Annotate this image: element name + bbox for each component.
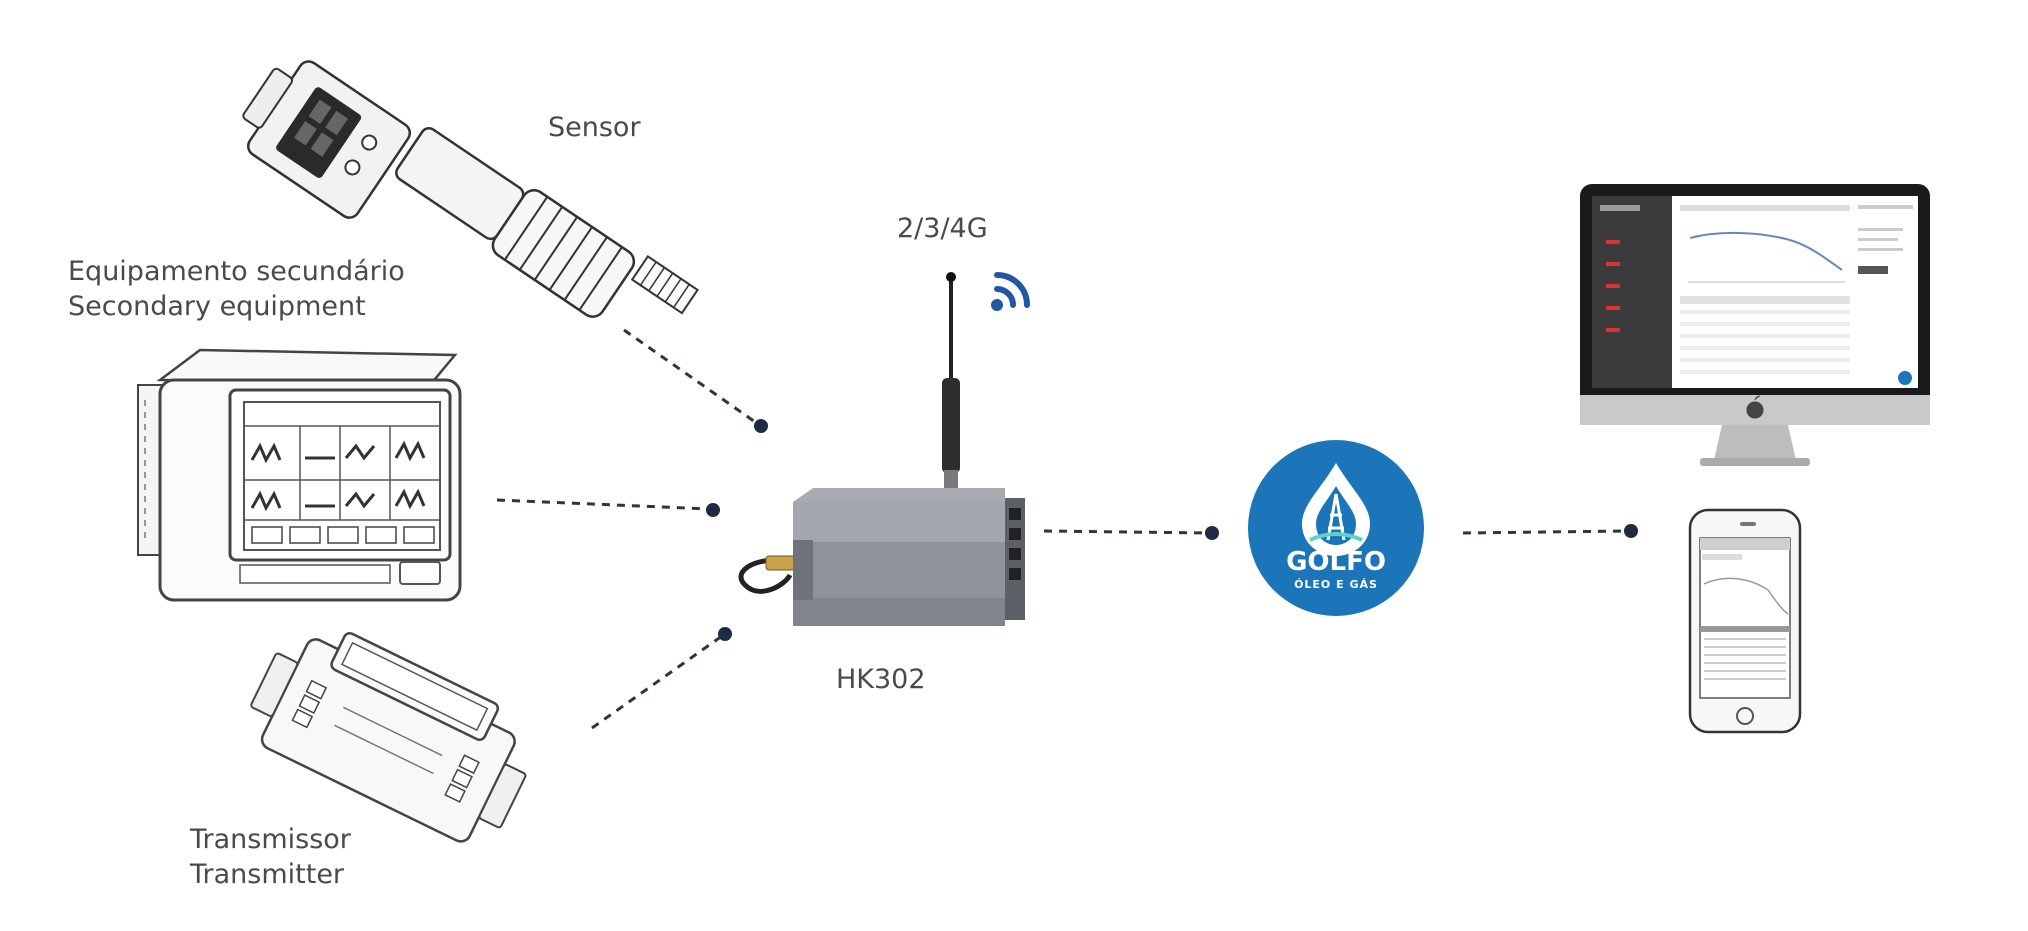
transmitter-device xyxy=(250,632,527,843)
connection-lines xyxy=(496,328,1629,730)
logo-name: GOLFO xyxy=(1286,547,1386,577)
hk302-gateway-device xyxy=(738,272,1025,626)
link-gateway-cloud xyxy=(1043,529,1210,535)
sensor-label: Sensor xyxy=(548,110,641,145)
apple-logo-icon xyxy=(1746,395,1764,419)
endpoint-dot xyxy=(718,627,732,641)
secondary-equipment-label: Equipamento secundário Secondary equipme… xyxy=(68,254,405,324)
secondary-equipment-device xyxy=(137,348,462,602)
link-sensor-gateway xyxy=(623,328,759,426)
transmitter-label: Transmissor Transmitter xyxy=(190,822,351,892)
link-transmitter-gateway xyxy=(591,634,723,730)
endpoint-dot xyxy=(754,419,768,433)
wifi-signal-icon xyxy=(991,272,1030,311)
secondary-equipment-pt: Equipamento secundário xyxy=(68,256,405,287)
oil-drop-icon xyxy=(1302,463,1370,556)
transmitter-pt: Transmissor xyxy=(190,824,351,855)
gateway-label: HK302 xyxy=(836,662,926,697)
mobile-phone xyxy=(1688,508,1802,734)
network-label-text: 2/3/4G xyxy=(897,213,988,244)
endpoint-dot xyxy=(706,503,720,517)
endpoint-dot xyxy=(1205,526,1219,540)
endpoint-dot xyxy=(1624,524,1638,538)
network-label: 2/3/4G xyxy=(897,211,988,246)
sensor-label-text: Sensor xyxy=(548,112,641,143)
link-cloud-devices xyxy=(1462,529,1629,535)
desktop-monitor xyxy=(1580,184,1930,466)
link-secondary-gateway xyxy=(496,498,711,511)
connection-endpoints xyxy=(706,419,1638,641)
secondary-equipment-en: Secondary equipment xyxy=(68,291,366,322)
golfo-logo xyxy=(1248,440,1424,616)
gateway-label-text: HK302 xyxy=(836,664,926,695)
logo-tagline: ÓLEO E GÁS xyxy=(1294,578,1378,591)
transmitter-en: Transmitter xyxy=(190,859,345,890)
sensor-device xyxy=(242,60,699,318)
